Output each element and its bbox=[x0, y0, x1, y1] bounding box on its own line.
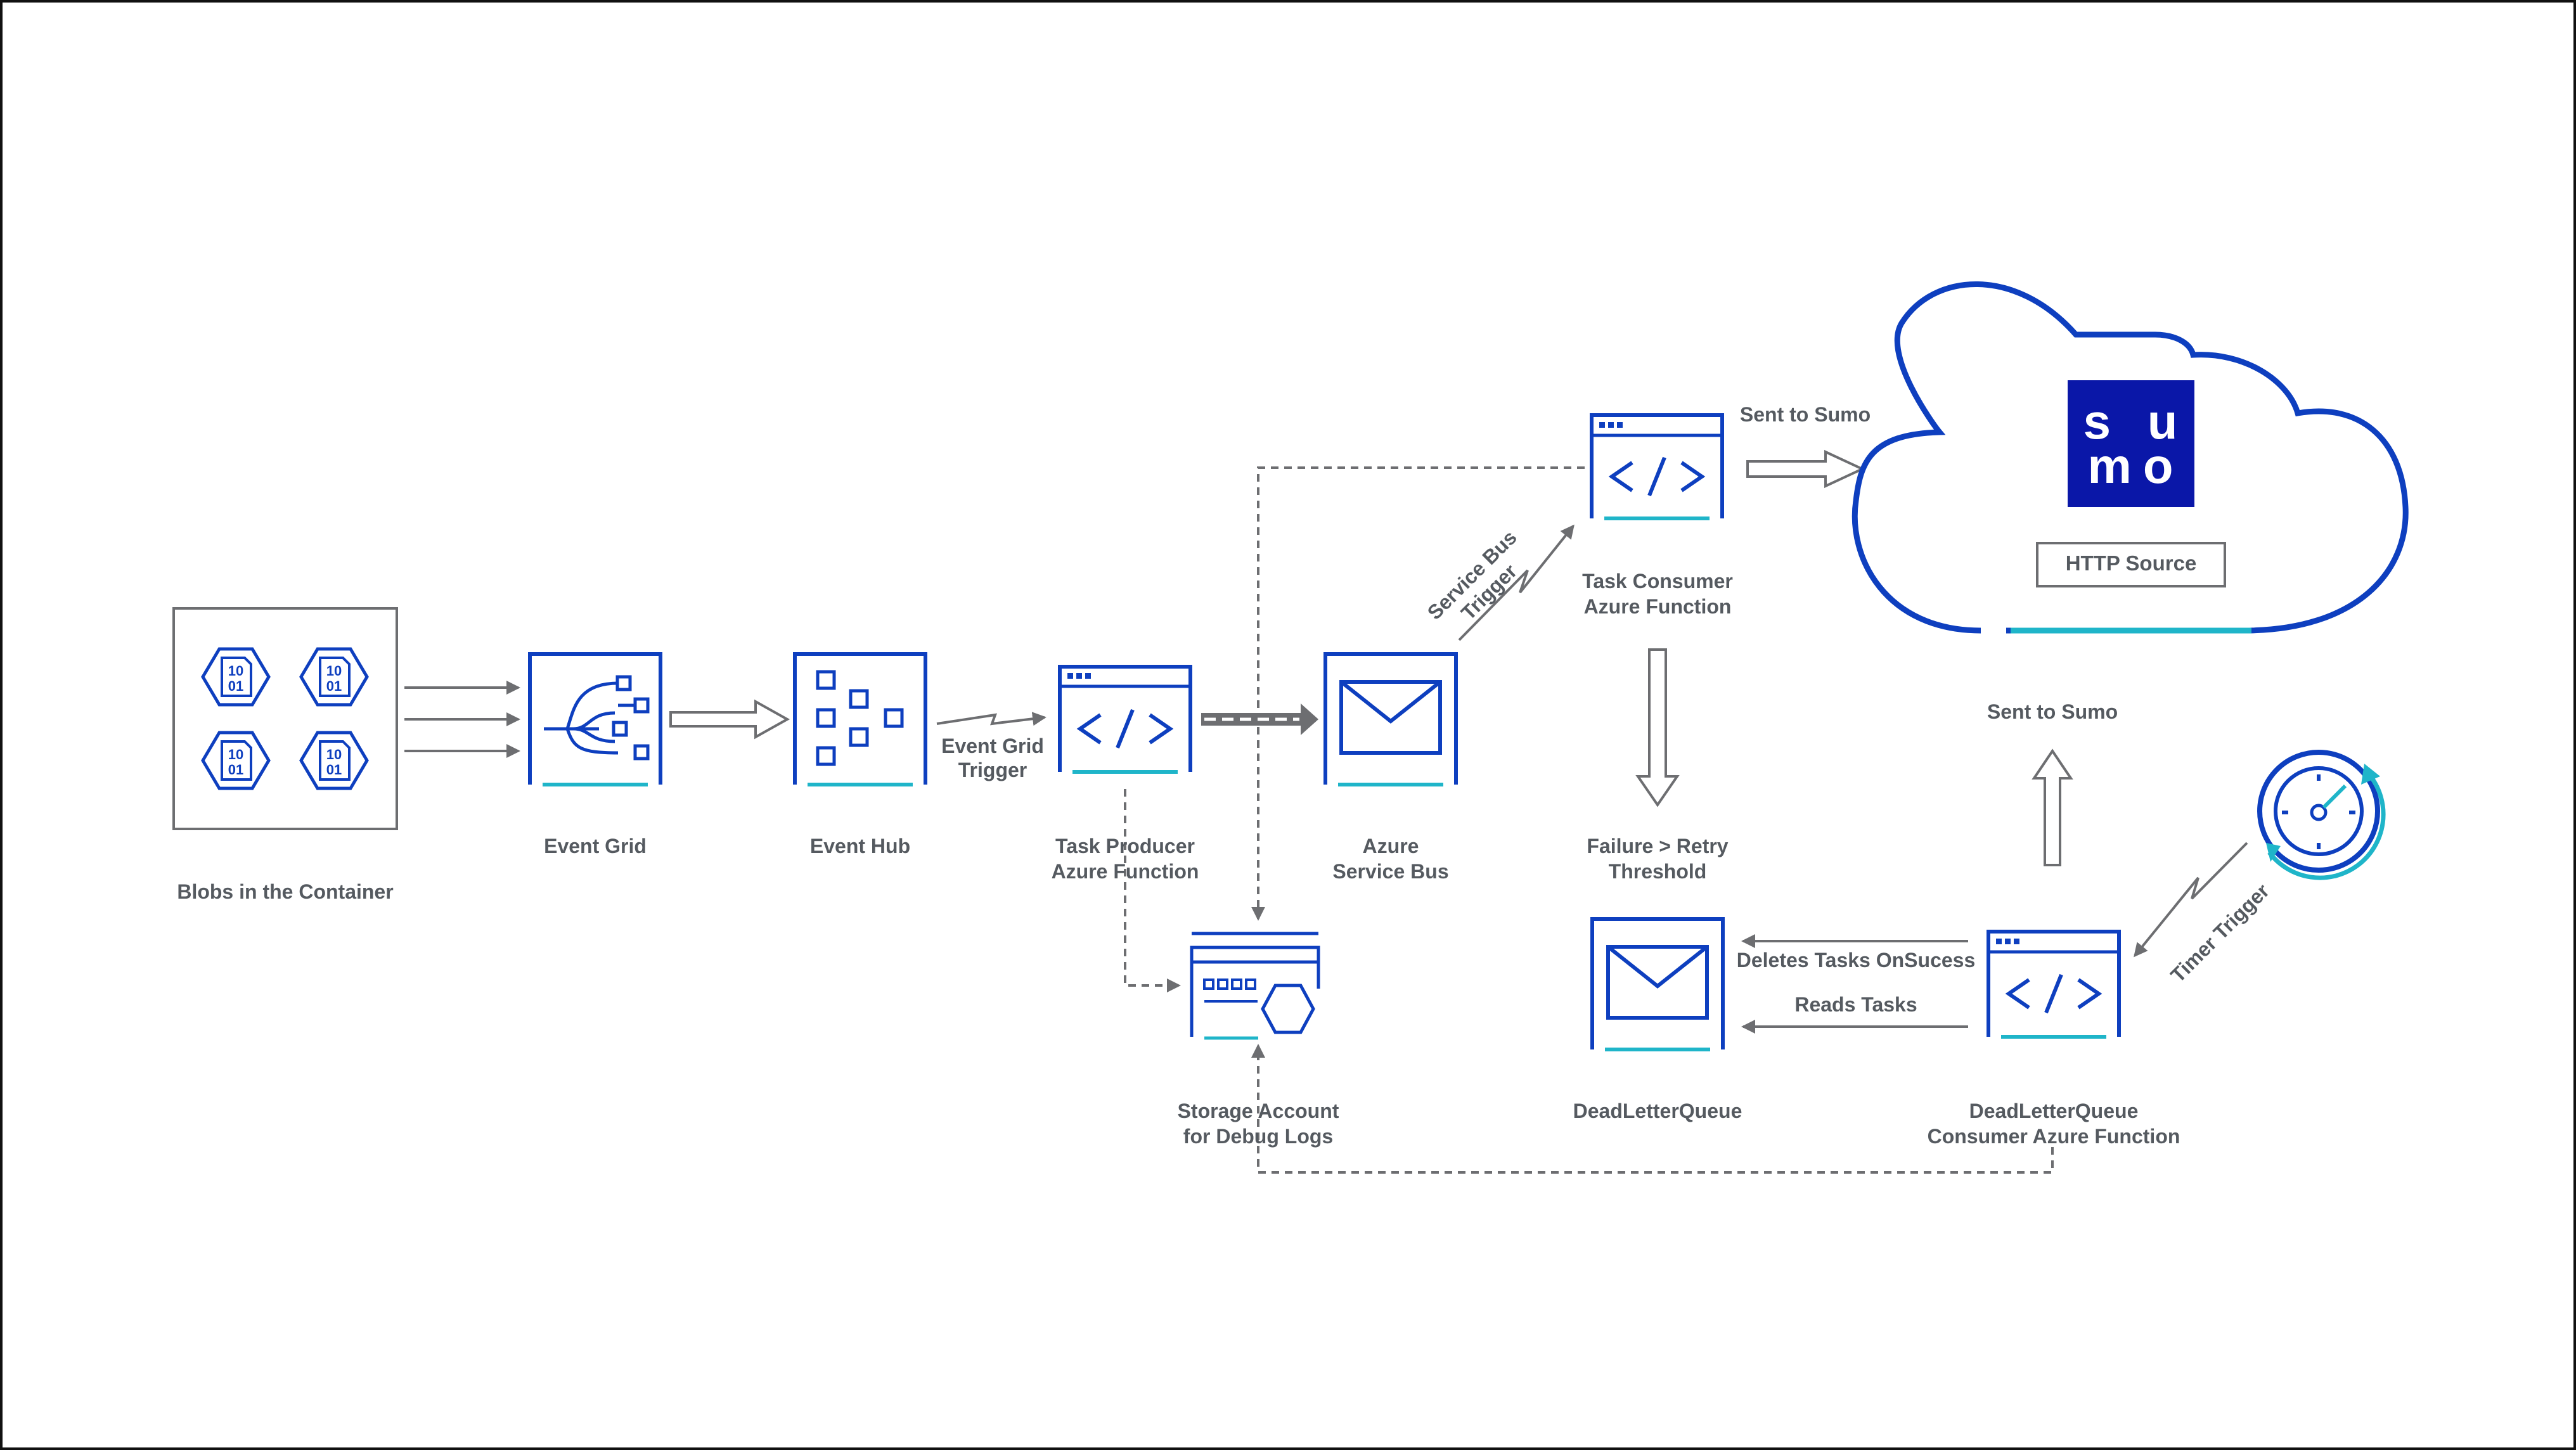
dlq-consumer-to-sumo-arrow bbox=[2032, 748, 2073, 866]
event-hub-icon bbox=[816, 670, 904, 766]
storage-label: for Debug Logs bbox=[1183, 1125, 1333, 1148]
service-bus-label: Azure bbox=[1363, 835, 1419, 857]
event-grid-node: Event Grid bbox=[528, 652, 662, 857]
blobs-label: Blobs in the Container bbox=[177, 880, 393, 903]
hexagon-icon bbox=[1261, 984, 1315, 1034]
dlq-consumer-node: DeadLetterQueue Consumer Azure Function bbox=[1928, 930, 2180, 1148]
task-producer-label: Task Producer bbox=[1055, 835, 1195, 857]
event-grid-icon bbox=[544, 675, 650, 760]
producer-to-service-bus-arrow bbox=[1201, 703, 1318, 735]
timer-trigger-arrow bbox=[2134, 842, 2248, 958]
blob-glyph-top: 10 bbox=[228, 663, 243, 679]
code-icon bbox=[1608, 456, 1706, 497]
envelope-icon bbox=[1339, 680, 1442, 755]
blob-glyph-bottom: 01 bbox=[228, 678, 243, 694]
blob-glyph-bottom: 01 bbox=[326, 762, 342, 778]
service-bus-label: Service Bus bbox=[1332, 860, 1448, 883]
sumo-logo-text: mo bbox=[2088, 438, 2185, 494]
blobs-container: 10 01 10 01 10 01 10 01 Blobs in the Con… bbox=[172, 607, 398, 903]
dlq-arrows bbox=[1741, 934, 1968, 1034]
dashed-connectors bbox=[1124, 466, 2054, 1174]
storage-label: Storage Account bbox=[1178, 1100, 1339, 1122]
blobs-to-event-grid-arrows bbox=[404, 681, 520, 758]
http-source-label: HTTP Source bbox=[2066, 551, 2197, 575]
code-icon bbox=[1076, 709, 1174, 749]
dlq-consumer-to-storage-dashed bbox=[1251, 1044, 2054, 1174]
sumo-logo-text: s u bbox=[2083, 394, 2189, 449]
event-grid-trigger-arrow bbox=[936, 712, 1046, 726]
storage-account-node: Storage Account for Debug Logs bbox=[1178, 932, 1339, 1148]
blob-glyph-bottom: 01 bbox=[326, 678, 342, 694]
blob-icon: 10 01 bbox=[201, 731, 271, 790]
consumer-to-storage-dashed bbox=[1251, 466, 1585, 921]
deletes-tasks-label: Deletes Tasks OnSucess bbox=[1737, 949, 1976, 972]
blob-icon: 10 01 bbox=[299, 731, 369, 790]
blob-glyph-top: 10 bbox=[326, 747, 342, 762]
blob-glyph-top: 10 bbox=[228, 747, 243, 762]
sent-to-sumo-right-label: Sent to Sumo bbox=[1987, 700, 2118, 723]
failure-retry-label: Threshold bbox=[1609, 860, 1707, 883]
task-consumer-label: Azure Function bbox=[1584, 595, 1732, 618]
dlq-consumer-label: Consumer Azure Function bbox=[1928, 1125, 2180, 1148]
failure-retry-label: Failure > Retry bbox=[1587, 835, 1728, 857]
http-source-box bbox=[2036, 542, 2226, 587]
blob-glyph-bottom: 01 bbox=[228, 762, 243, 778]
event-grid-trigger-label: Event Grid bbox=[941, 735, 1044, 757]
task-consumer-label: Task Consumer bbox=[1582, 570, 1733, 593]
consumer-to-failure-arrow bbox=[1635, 648, 1680, 807]
service-bus-node: Azure Service Bus bbox=[1323, 652, 1458, 883]
sumo-logo bbox=[2068, 380, 2194, 507]
event-hub-node: Event Hub bbox=[793, 652, 927, 857]
dlq-consumer-label: DeadLetterQueue bbox=[1969, 1100, 2139, 1122]
dead-letter-queue-label: DeadLetterQueue bbox=[1573, 1100, 1742, 1122]
timer-icon bbox=[2257, 750, 2386, 880]
event-grid-to-hub-arrow bbox=[669, 699, 790, 740]
code-icon bbox=[2005, 973, 2103, 1014]
envelope-icon bbox=[1606, 945, 1709, 1020]
blob-icon: 10 01 bbox=[299, 647, 369, 707]
event-hub-label: Event Hub bbox=[810, 835, 910, 857]
sumo-cloud: s u mo HTTP Source bbox=[1852, 281, 2409, 634]
blob-glyph-top: 10 bbox=[326, 663, 342, 679]
task-producer-node: Task Producer Azure Function bbox=[1052, 665, 1199, 883]
service-bus-trigger-arrow bbox=[1458, 524, 1575, 641]
event-grid-label: Event Grid bbox=[544, 835, 647, 857]
dead-letter-queue-node: DeadLetterQueue bbox=[1573, 917, 1742, 1122]
event-grid-trigger-label: Trigger bbox=[958, 759, 1027, 781]
task-producer-label: Azure Function bbox=[1052, 860, 1199, 883]
producer-to-storage-dashed bbox=[1124, 789, 1181, 992]
consumer-to-sumo-arrow bbox=[1746, 449, 1865, 489]
blob-icon: 10 01 bbox=[201, 647, 271, 707]
task-consumer-node: Task Consumer Azure Function bbox=[1582, 413, 1733, 618]
reads-tasks-label: Reads Tasks bbox=[1794, 993, 1917, 1016]
sent-to-sumo-top-label: Sent to Sumo bbox=[1740, 403, 1871, 426]
